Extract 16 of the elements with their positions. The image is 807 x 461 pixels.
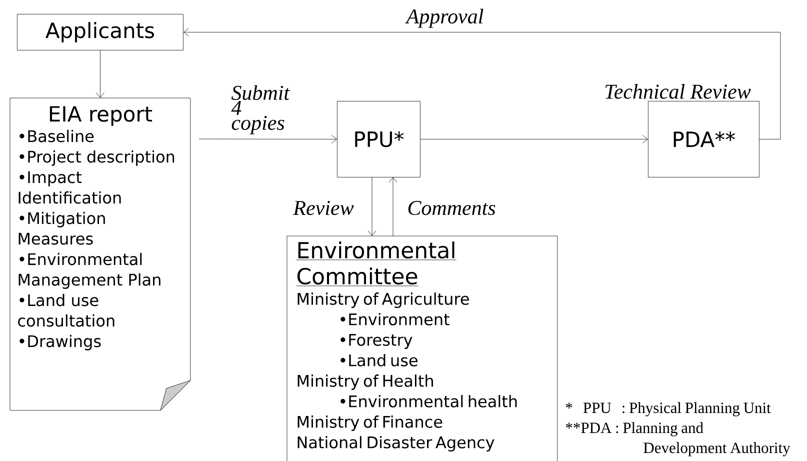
- caption-text: Technical Review: [606, 84, 751, 99]
- process-box: PPU*: [337, 101, 420, 178]
- arrow: [420, 135, 648, 144]
- process-box: Applicants: [17, 14, 184, 50]
- edge-label: Comments: [406, 200, 497, 216]
- arrow: [96, 50, 104, 98]
- arrow: [184, 28, 781, 140]
- edge-label: Review: [292, 200, 355, 216]
- committee-box: Environmental Committee Ministry of Agriculture •Environment •Forestry •Land use Ministry of Health •Environmental health Ministry of Finance National Disaster Agency: [286, 236, 558, 461]
- arrow: [388, 177, 398, 236]
- document-box: EIA report •Baseline •Project description •Impact Identification •Mitigation Measures •Environmental Management Plan •Land use consultation •Drawings: [10, 98, 191, 411]
- edge-label: Approval: [405, 8, 485, 29]
- process-box: PDA**: [648, 101, 760, 178]
- arrow: [368, 176, 376, 236]
- edge-label: Submit 4 copies: [230, 84, 296, 136]
- arrow: [198, 134, 337, 144]
